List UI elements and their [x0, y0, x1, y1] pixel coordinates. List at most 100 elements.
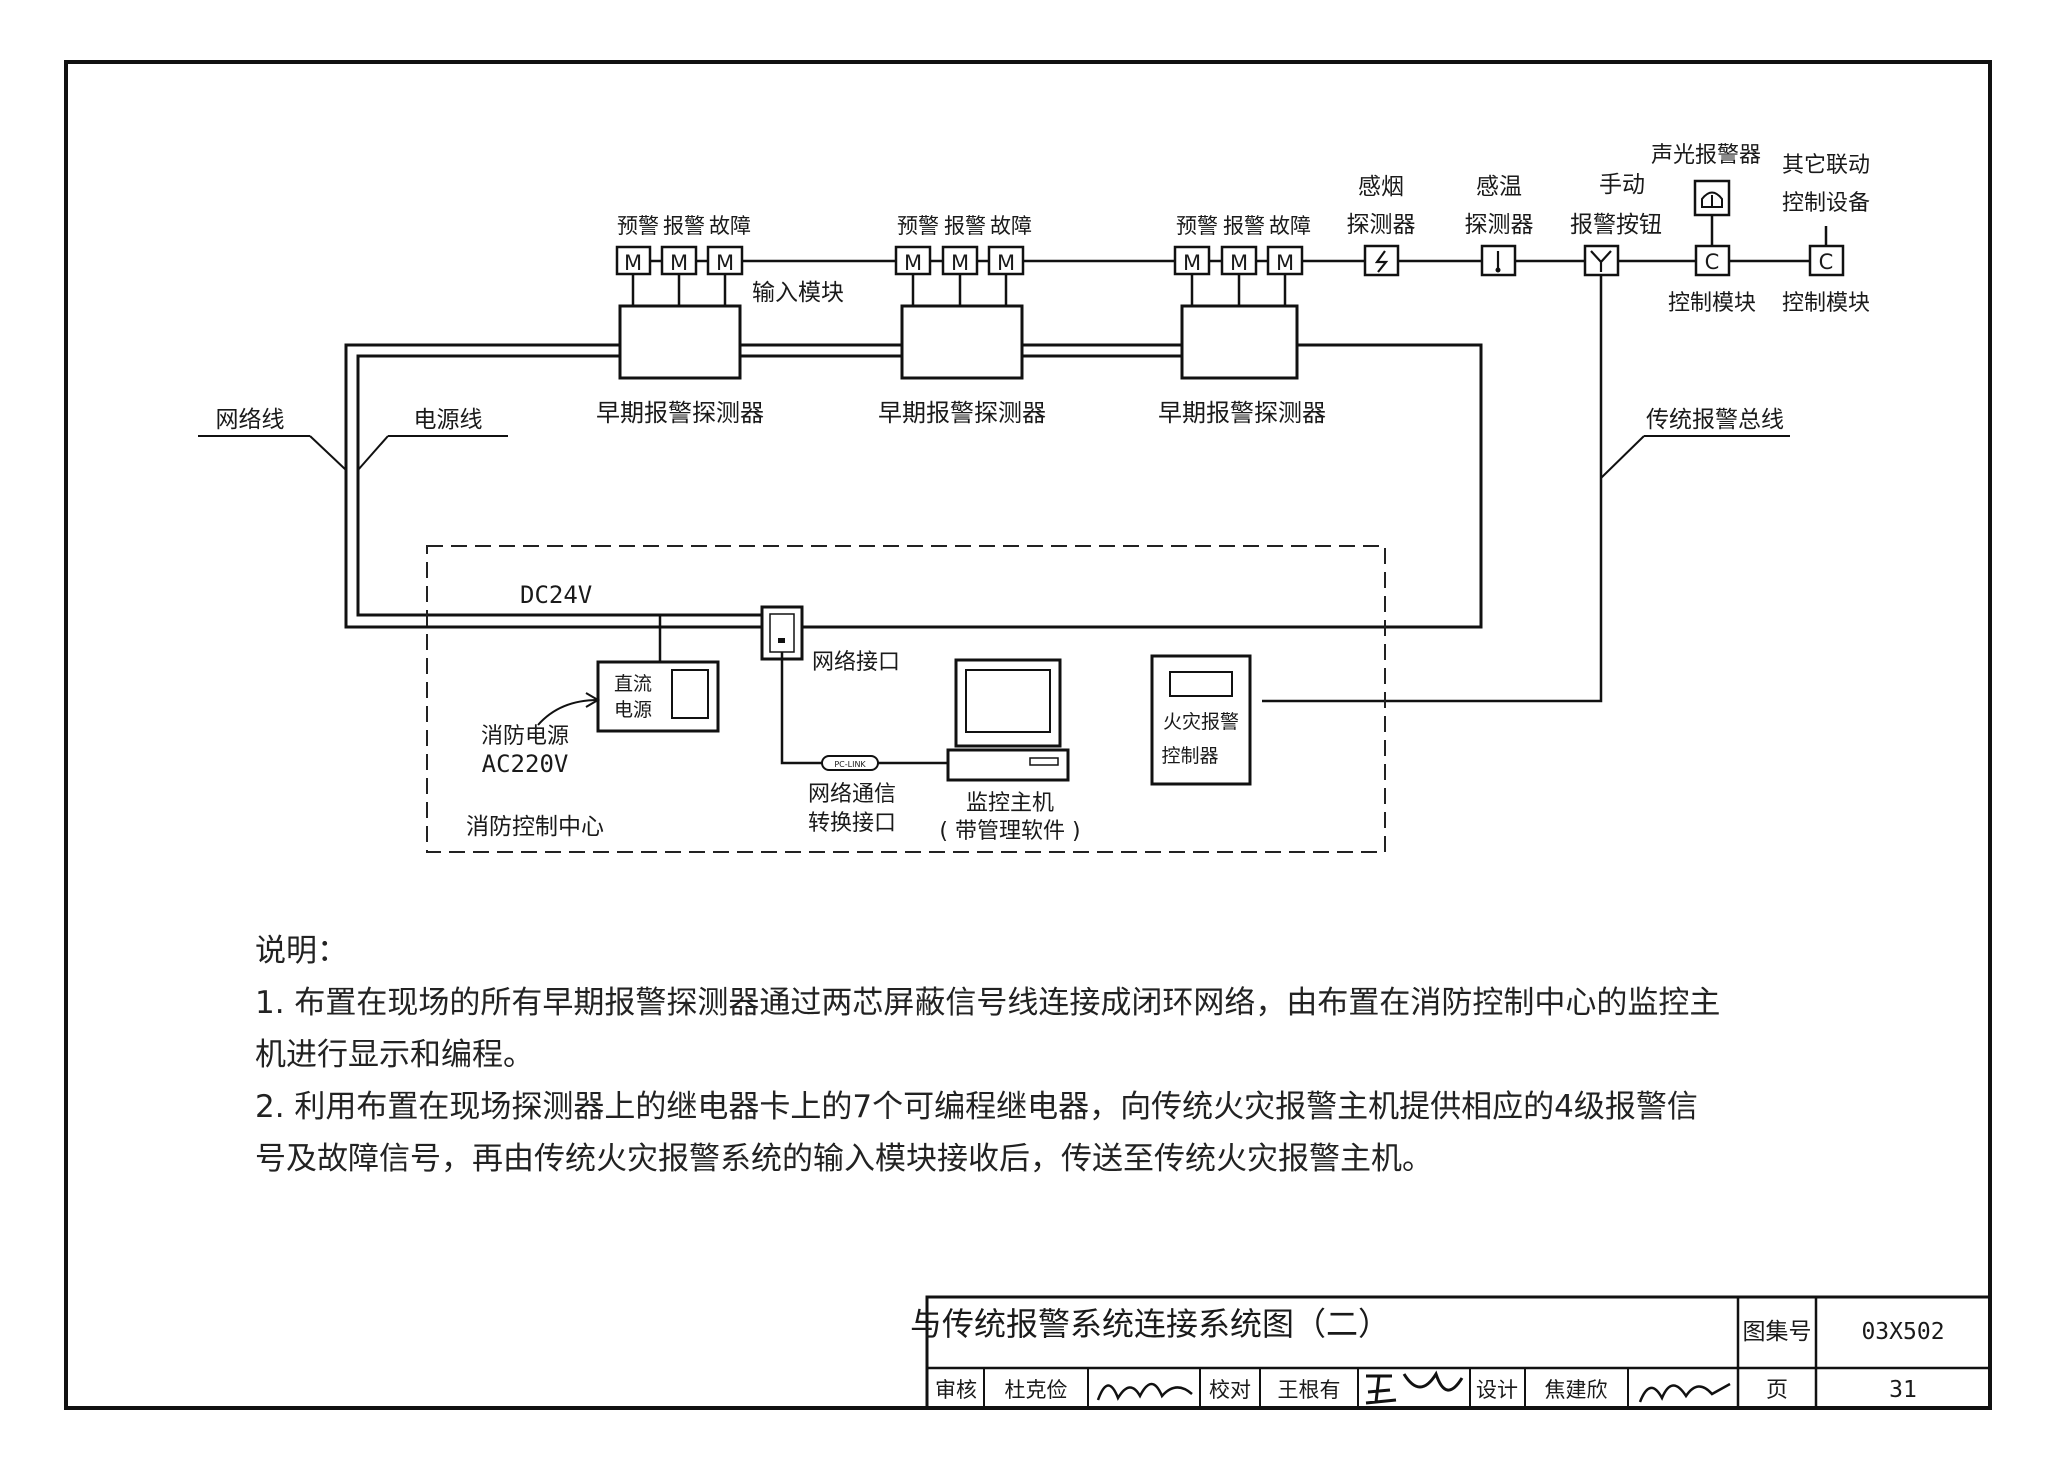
lightning-icon: [1374, 250, 1389, 273]
traditional-bus: [742, 259, 1810, 703]
module-letter: M: [1276, 251, 1294, 275]
module-letter: M: [1183, 251, 1201, 275]
detector-group-3: M M M 预警 报警 故障 早期报警探测器: [1158, 214, 1326, 427]
designer-signature: [1638, 1382, 1731, 1403]
svg-text:其它联动: 其它联动: [1782, 153, 1870, 178]
note-line: 机进行显示和编程。: [255, 1037, 534, 1073]
input-module-m: [987, 245, 1025, 276]
notes-heading: 说明：: [255, 933, 348, 969]
svg-text:网络通信: 网络通信: [808, 782, 896, 807]
module-letter: M: [716, 251, 734, 275]
early-warning-detector-2: [900, 304, 1024, 380]
checker-name: 王根有: [1278, 1378, 1341, 1402]
early-warning-detector-1: [618, 304, 742, 380]
review-label: 审核: [935, 1378, 977, 1402]
designer-name: 焦建欣: [1545, 1378, 1608, 1402]
detector-label: 早期报警探测器: [1158, 399, 1326, 427]
dc-voltage-label: DC24V: [520, 581, 592, 609]
input-label-prewarn: 预警: [617, 214, 659, 238]
atlas-number: 03X502: [1861, 1319, 1944, 1345]
module-letter: M: [624, 251, 642, 275]
network-line-label: 网络线: [198, 407, 347, 471]
fire-control-center: [426, 545, 1386, 853]
notes: 说明： 1. 布置在现场的所有早期报警探测器通过两芯屏蔽信号线连接成闭环网络，由…: [255, 925, 1855, 1185]
title-block: [925, 1295, 1992, 1410]
control-letter: C: [1819, 250, 1834, 274]
svg-text:网络线: 网络线: [216, 407, 285, 433]
module-letter: M: [670, 251, 688, 275]
svg-text:网络接口: 网络接口: [812, 650, 900, 675]
svg-text:控制模块: 控制模块: [1782, 291, 1870, 316]
design-label: 设计: [1476, 1378, 1518, 1402]
detector-label: 早期报警探测器: [596, 399, 764, 427]
control-center-title: 消防控制中心: [466, 814, 604, 840]
svg-text:传统报警总线: 传统报警总线: [1646, 407, 1784, 433]
svg-text:AC220V: AC220V: [482, 750, 569, 778]
converter-cable: [780, 652, 822, 765]
svg-text:( 带管理软件 ): ( 带管理软件 ): [939, 819, 1080, 844]
input-label-prewarn: 预警: [897, 214, 939, 238]
input-module-label: 输入模块: [752, 280, 844, 306]
detector-group-2: M M M 预警 报警 故障 早期报警探测器: [878, 214, 1046, 427]
input-module-m: [1266, 245, 1304, 276]
drawing-title: 与传统报警系统连接系统图（二）: [910, 1305, 1390, 1343]
heat-detector: 感温 探测器: [1465, 174, 1534, 277]
svg-text:感温: 感温: [1476, 174, 1522, 200]
note-line: 2. 利用布置在现场探测器上的继电器卡上的7个可编程继电器，向传统火灾报警主机提…: [255, 1089, 1698, 1125]
button-icon: [1590, 250, 1612, 272]
svg-text:转换接口: 转换接口: [808, 811, 896, 836]
power-line-label: 电源线: [357, 407, 508, 471]
input-module-m: [941, 245, 979, 276]
traditional-bus-label: 传统报警总线: [1600, 407, 1790, 479]
input-module-m: [615, 245, 652, 276]
svg-text:控制器: 控制器: [1161, 745, 1218, 767]
module-letter: M: [951, 251, 969, 275]
network-loop: [344, 343, 1483, 629]
dc-power-supply: 直流 电源: [596, 660, 720, 733]
svg-text:电源线: 电源线: [414, 407, 483, 433]
svg-text:手动: 手动: [1599, 172, 1645, 198]
control-letter: C: [1705, 250, 1720, 274]
smoke-detector: 感烟 探测器: [1347, 174, 1416, 277]
alarm-bell-icon: [1701, 191, 1723, 208]
svg-text:探测器: 探测器: [1347, 212, 1416, 238]
input-label-alarm: 报警: [1223, 214, 1265, 238]
svg-text:监控主机: 监控主机: [966, 791, 1054, 816]
atlas-label: 图集号: [1743, 1319, 1812, 1345]
detector-group-1: M M M 预警 报警 故障 输入模块 早期报警探测器: [596, 214, 844, 427]
module-letter: M: [1230, 251, 1248, 275]
manual-alarm-button: 手动 报警按钮: [1570, 172, 1662, 277]
svg-text:感烟: 感烟: [1358, 174, 1404, 200]
svg-text:探测器: 探测器: [1465, 212, 1534, 238]
input-module-m: [660, 245, 698, 276]
svg-text:控制模块: 控制模块: [1668, 291, 1756, 316]
svg-text:PC-LINK: PC-LINK: [834, 760, 866, 769]
svg-text:声光报警器: 声光报警器: [1651, 143, 1761, 168]
svg-text:直流: 直流: [614, 673, 652, 695]
note-line: 1. 布置在现场的所有早期报警探测器通过两芯屏蔽信号线连接成闭环网络，由布置在消…: [255, 985, 1721, 1021]
checker-signature: [1365, 1370, 1464, 1405]
reviewer-signature: [1096, 1382, 1193, 1401]
control-module-2: C 其它联动 控制设备 控制模块: [1782, 153, 1870, 316]
page-number: 31: [1889, 1377, 1917, 1403]
fire-alarm-controller: 火灾报警 控制器: [1150, 654, 1252, 786]
module-letter: M: [904, 251, 922, 275]
svg-text:报警按钮: 报警按钮: [1570, 212, 1662, 238]
input-label-alarm: 报警: [944, 214, 986, 238]
input-label-prewarn: 预警: [1176, 214, 1218, 238]
input-label-alarm: 报警: [663, 214, 705, 238]
input-label-fault: 故障: [1269, 214, 1311, 238]
reviewer-name: 杜克俭: [1005, 1378, 1068, 1402]
page-label: 页: [1766, 1378, 1788, 1403]
note-line: 号及故障信号，再由传统火灾报警系统的输入模块接收后，传送至传统火灾报警主机。: [255, 1141, 1433, 1177]
input-label-fault: 故障: [709, 214, 751, 238]
network-converter: PC-LINK 网络通信 转换接口: [808, 755, 896, 836]
svg-text:控制设备: 控制设备: [1782, 191, 1870, 216]
control-module-1: C 声光报警器 控制模块: [1651, 143, 1761, 316]
input-module-m: [1220, 245, 1258, 276]
svg-text:火灾报警: 火灾报警: [1163, 711, 1239, 733]
early-warning-detector-3: [1180, 304, 1299, 380]
network-port: 网络接口: [760, 605, 900, 675]
svg-text:电源: 电源: [614, 699, 652, 721]
